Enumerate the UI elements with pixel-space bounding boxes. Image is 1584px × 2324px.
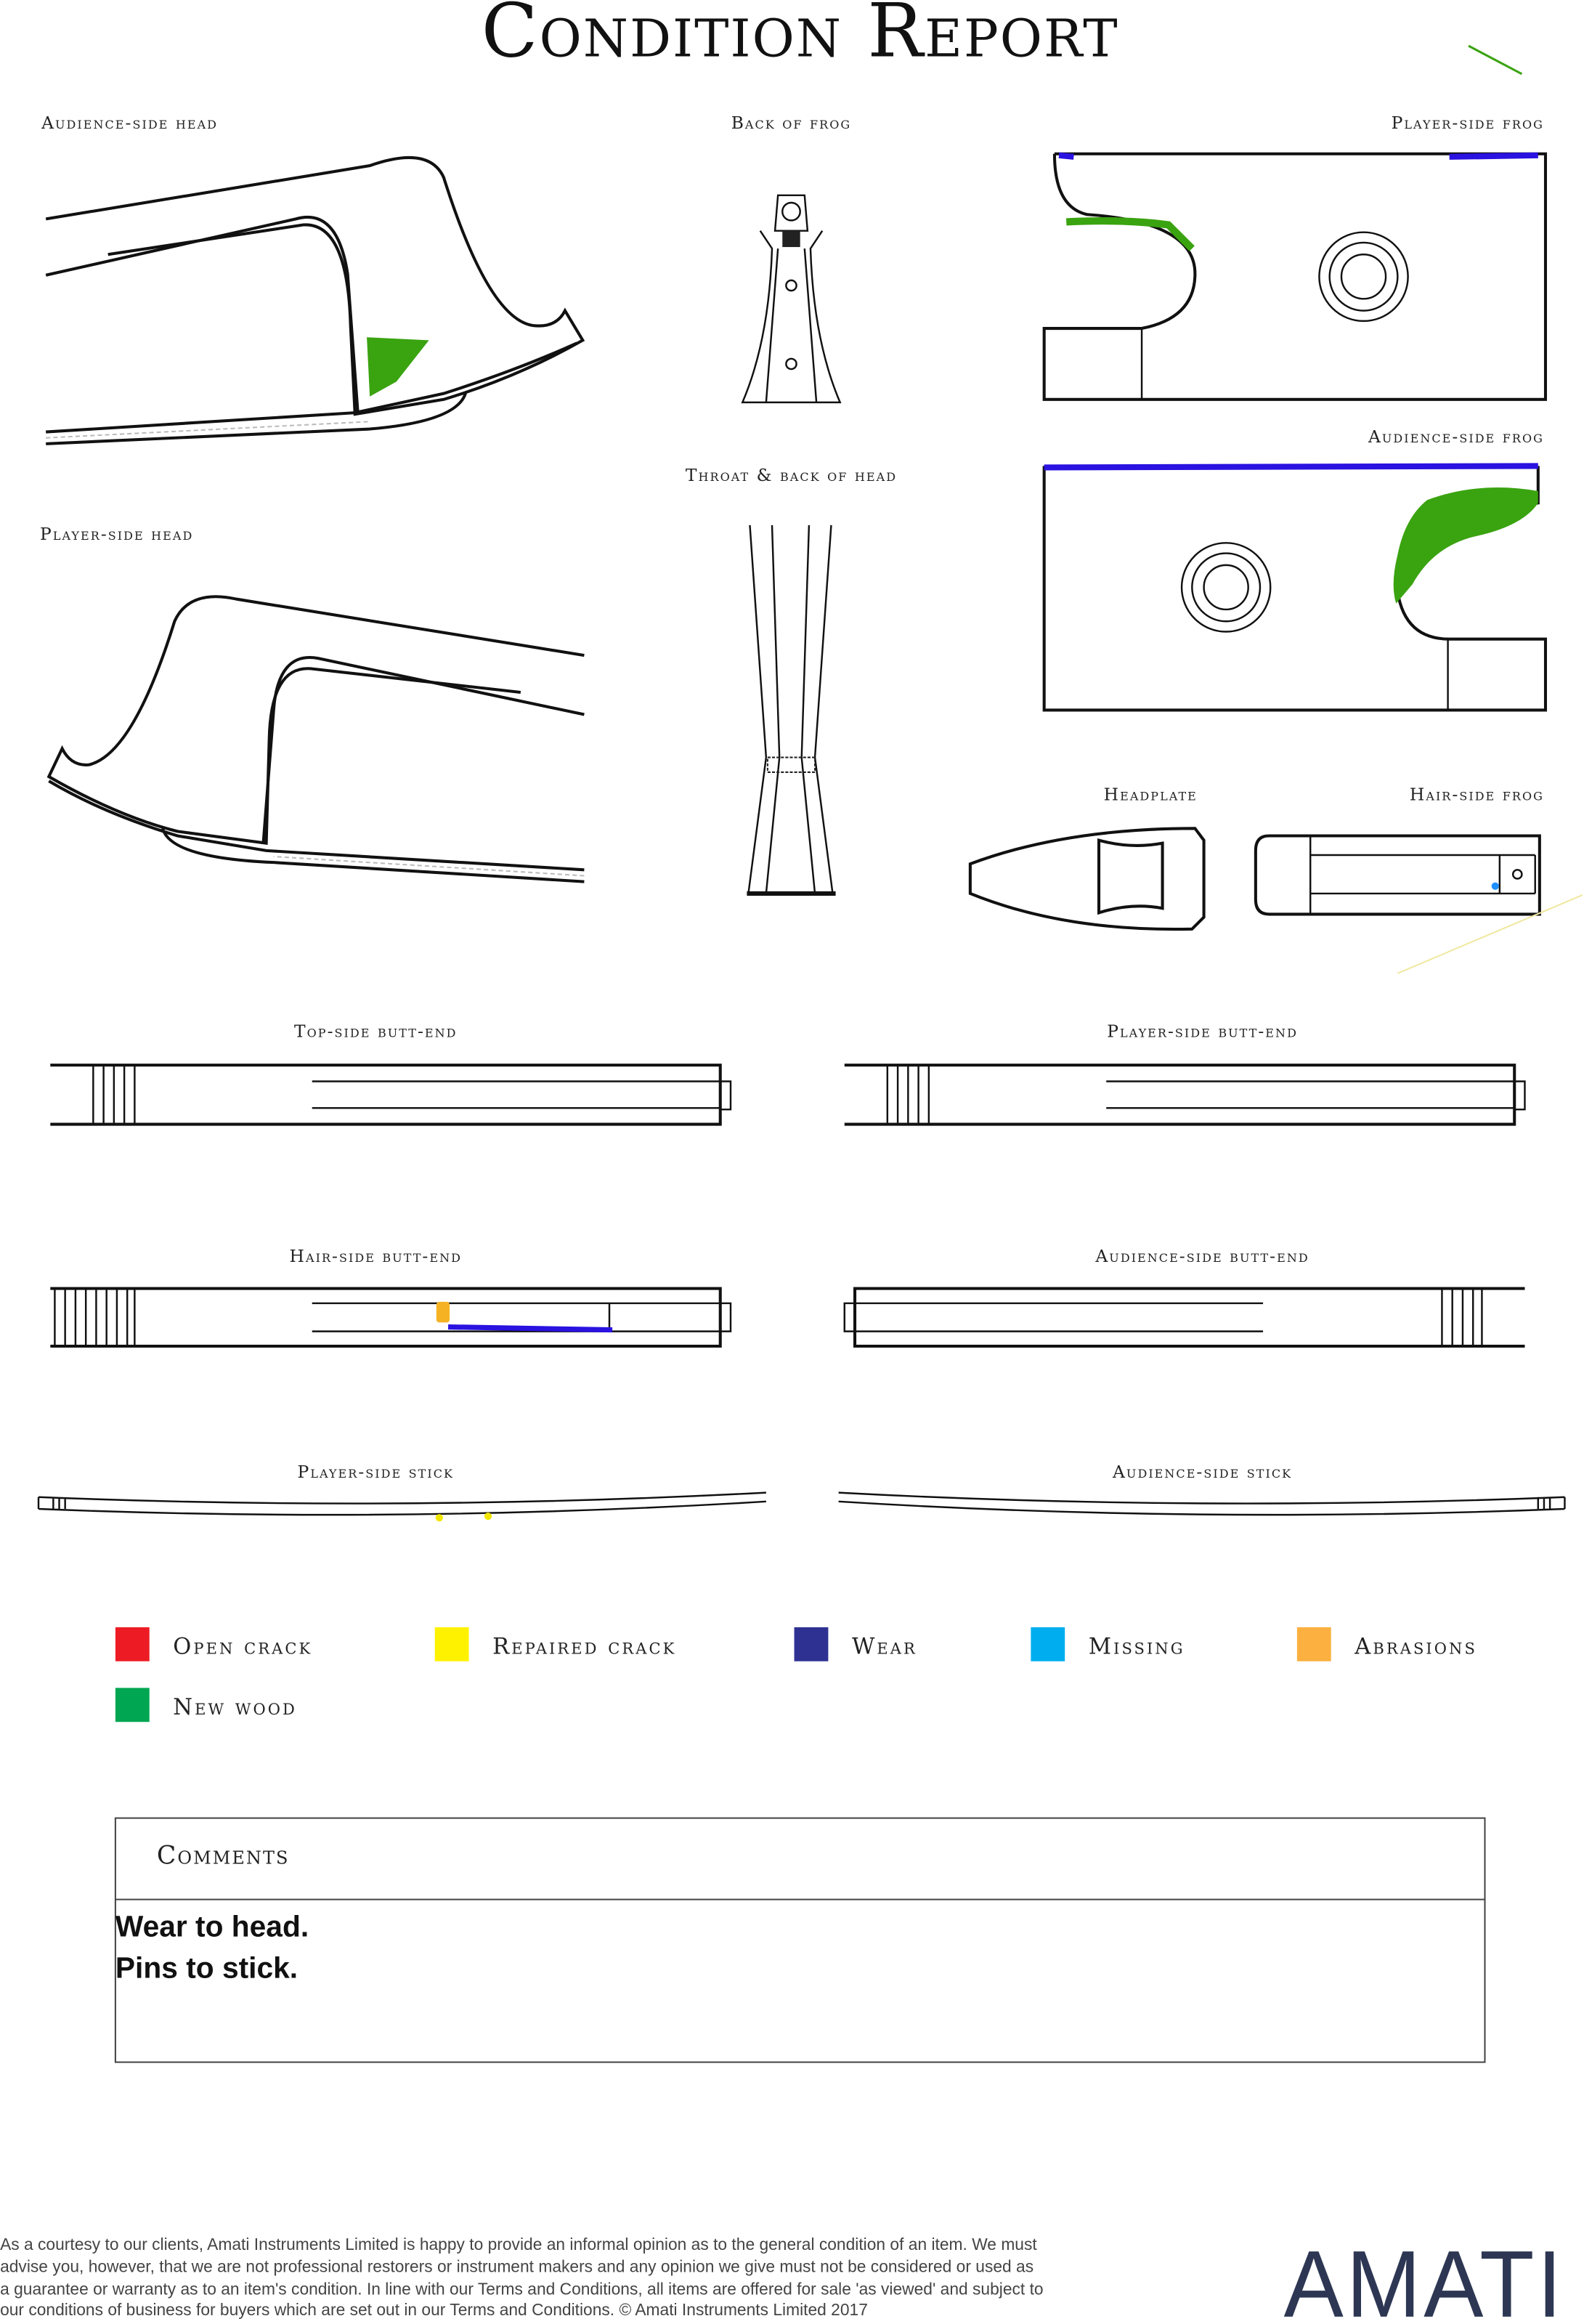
label-top-side-butt-end: Top-side butt-end: [294, 1021, 458, 1041]
wear-mark: [1058, 152, 1538, 160]
amati-logo: AMATI: [1284, 2231, 1565, 2324]
legend-swatch-wear: [794, 1627, 829, 1661]
label-audience-side-butt-end: Audience-side butt-end: [1094, 1246, 1309, 1266]
disclaimer-line: our conditions of business for buyers wh…: [0, 2300, 868, 2319]
legend-label: Repaired crack: [492, 1635, 676, 1660]
label-audience-side-stick: Audience-side stick: [1112, 1462, 1292, 1482]
label-back-of-frog: Back of frog: [731, 113, 852, 133]
new-wood-mark: [1393, 487, 1538, 604]
pin-mark: [484, 1513, 492, 1521]
label-player-side-head: Player-side head: [40, 524, 193, 544]
wear-mark: [448, 1324, 613, 1333]
disclaimer-line: advise you, however, that we are not pro…: [0, 2257, 1033, 2276]
comments-box[interactable]: Comments Wear to head. Pins to stick.: [114, 1817, 1486, 2063]
footer-disclaimer: As a courtesy to our clients, Amati Inst…: [0, 2235, 1044, 2319]
legend-swatch-new-wood: [115, 1688, 150, 1722]
legend-label: Open crack: [173, 1635, 312, 1660]
disclaimer-line: a guarantee or warranty as to an item's …: [0, 2279, 1044, 2298]
comments-title: Comments: [157, 1842, 290, 1871]
stray-mark: [1468, 44, 1523, 76]
legend-label: New wood: [173, 1695, 297, 1720]
legend-swatch-repaired-crack: [434, 1627, 469, 1661]
label-hair-side-frog: Hair-side frog: [1410, 785, 1544, 805]
disclaimer-line: As a courtesy to our clients, Amati Inst…: [0, 2235, 1037, 2254]
missing-mark: [1491, 882, 1499, 890]
legend: Open crack Repaired crack Wear Missing A…: [115, 1627, 1477, 1722]
legend-swatch-open-crack: [115, 1627, 150, 1661]
legend-label: Abrasions: [1354, 1635, 1477, 1660]
hair-side-butt-end-diagram[interactable]: [50, 1287, 732, 1348]
player-side-stick-diagram[interactable]: [37, 1491, 766, 1522]
hair-side-frog-diagram[interactable]: [1254, 834, 1583, 974]
new-wood-mark: [367, 337, 429, 397]
label-player-side-stick: Player-side stick: [298, 1462, 454, 1482]
abrasion-mark: [436, 1301, 450, 1323]
back-of-frog-diagram[interactable]: [741, 194, 842, 404]
label-headplate: Headplate: [1104, 785, 1198, 805]
legend-swatch-missing: [1031, 1627, 1065, 1661]
label-player-side-frog: Player-side frog: [1392, 113, 1544, 133]
legend-label: Wear: [852, 1635, 917, 1660]
label-player-side-butt-end: Player-side butt-end: [1107, 1021, 1298, 1041]
legend-swatch-abrasions: [1296, 1627, 1331, 1661]
headplate-diagram[interactable]: [968, 827, 1206, 931]
label-throat-back-of-head: Throat & back of head: [686, 465, 897, 485]
audience-side-butt-end-diagram[interactable]: [843, 1287, 1525, 1348]
new-wood-mark: [1065, 216, 1195, 251]
audience-side-frog-diagram[interactable]: [1042, 463, 1548, 712]
comment-line: Pins to stick.: [115, 1951, 298, 1985]
label-audience-side-head: Audience-side head: [41, 113, 218, 133]
throat-diagram[interactable]: [747, 525, 836, 896]
player-side-butt-end-diagram[interactable]: [844, 1064, 1526, 1126]
top-side-butt-end-diagram[interactable]: [50, 1064, 732, 1126]
audience-side-stick-diagram[interactable]: [838, 1491, 1566, 1516]
wear-mark: [1044, 463, 1538, 471]
player-side-frog-diagram[interactable]: [1042, 152, 1548, 401]
comment-line: Wear to head.: [115, 1909, 309, 1943]
legend-label: Missing: [1089, 1635, 1185, 1660]
label-audience-side-frog: Audience-side frog: [1368, 426, 1544, 447]
page-title: Condition Report: [482, 0, 1119, 74]
audience-side-head-diagram[interactable]: [45, 155, 585, 445]
player-side-head-diagram[interactable]: [46, 595, 585, 883]
pin-mark: [435, 1514, 443, 1522]
label-hair-side-butt-end: Hair-side butt-end: [290, 1246, 462, 1266]
